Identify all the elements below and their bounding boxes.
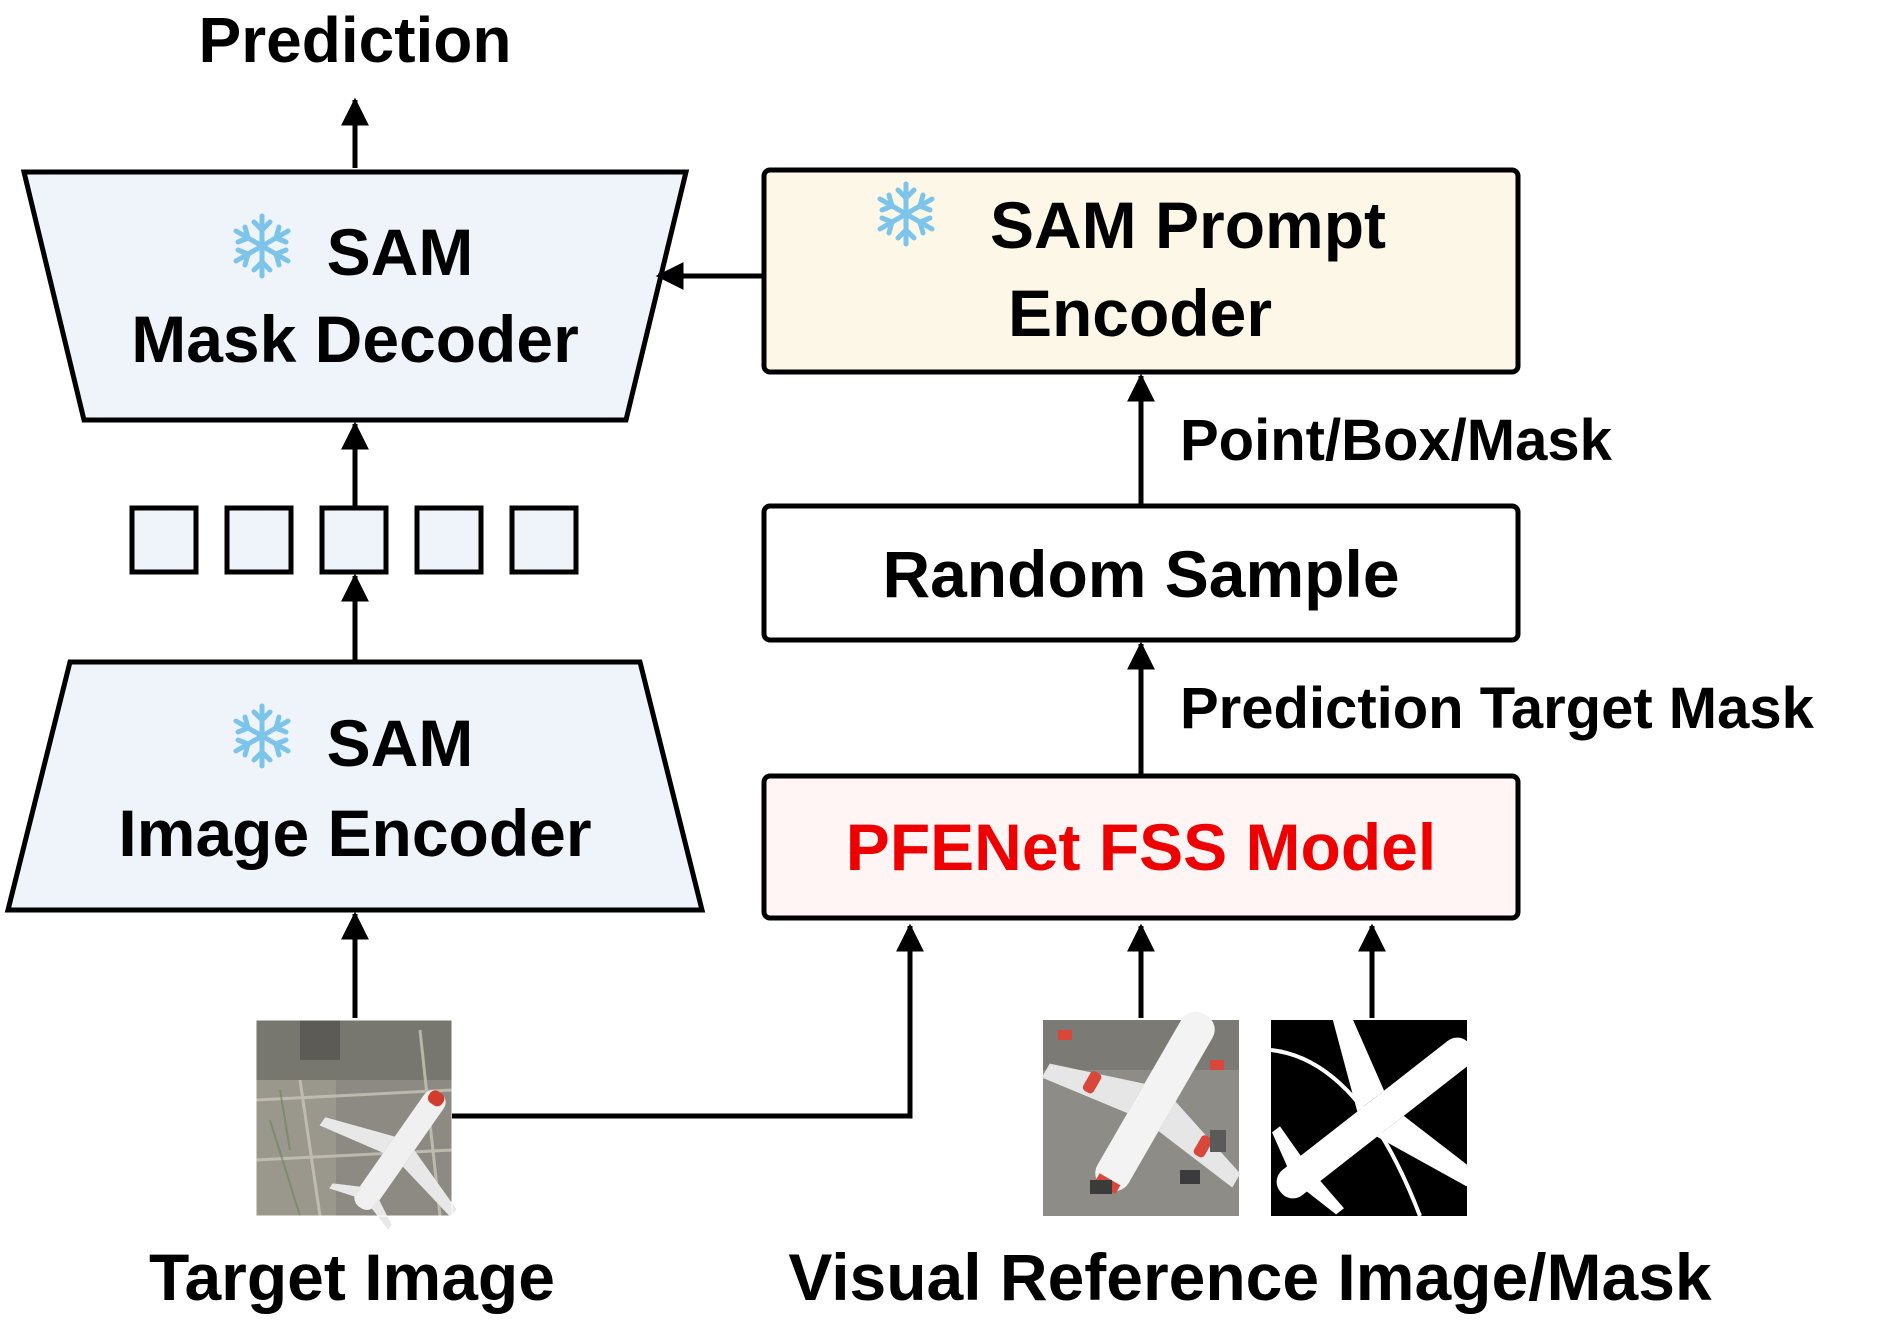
embedding-token [509, 505, 579, 575]
prompt-encoder-line2: Encoder [1008, 276, 1272, 350]
pfenet-fss-model: PFENet FSS Model [761, 773, 1521, 921]
edge-label-prediction-target-mask: Prediction Target Mask [1180, 676, 1815, 741]
arrow-target-to-pfenet [452, 923, 924, 1119]
random-sample-box [761, 503, 1521, 643]
image-encoder-line2: Image Encoder [118, 796, 591, 870]
edge-label-point-box-mask: Point/Box/Mask [1180, 408, 1613, 473]
sam-mask-decoder: SAM Mask Decoder [20, 169, 690, 423]
prediction-output-label: Prediction [199, 4, 512, 76]
reference-image [1041, 1011, 1241, 1216]
sam-prompt-encoder: SAM Prompt Encoder [761, 167, 1521, 375]
embedding-token [414, 505, 484, 575]
reference-mask [1270, 1001, 1481, 1217]
reference-image-mask-label: Visual Reference Image/Mask [788, 1240, 1712, 1314]
pfenet-label: PFENet FSS Model [846, 810, 1436, 884]
embedding-token [319, 505, 389, 575]
target-image [255, 1019, 457, 1230]
random-sample: Random Sample [761, 503, 1521, 643]
sam-image-encoder: SAM Image Encoder [4, 659, 706, 913]
mask-decoder-shape [20, 169, 690, 423]
image-encoder-line1: SAM [327, 706, 474, 780]
pfenet-box [761, 773, 1521, 921]
mask-decoder-line2: Mask Decoder [131, 302, 579, 376]
prompt-encoder-line1: SAM Prompt [990, 188, 1386, 262]
embedding-token [129, 505, 199, 575]
random-sample-label: Random Sample [882, 537, 1399, 611]
prompt-encoder-box [761, 167, 1521, 375]
embedding-token [224, 505, 294, 575]
target-image-label: Target Image [149, 1240, 555, 1314]
image-encoder-shape [4, 659, 706, 913]
embedding-tokens [129, 505, 579, 575]
mask-decoder-line1: SAM [327, 215, 474, 289]
